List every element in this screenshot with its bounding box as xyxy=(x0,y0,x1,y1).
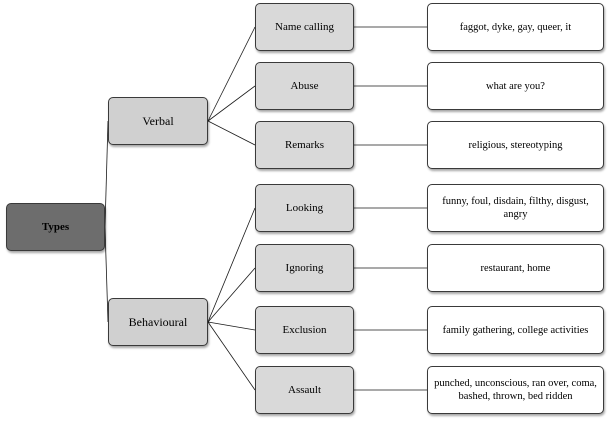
subtype-node-remarks: Remarks xyxy=(255,121,354,169)
subtype-node-assault: Assault xyxy=(255,366,354,414)
example-node-exclusion: family gathering, college activities xyxy=(427,306,604,354)
subtype-node-abuse: Abuse xyxy=(255,62,354,110)
example-node-remarks: religious, stereotyping xyxy=(427,121,604,169)
subtype-node-name-calling: Name calling xyxy=(255,3,354,51)
root-node-types: Types xyxy=(6,203,105,251)
example-node-assault: punched, unconscious, ran over, coma, ba… xyxy=(427,366,604,414)
example-node-ignoring: restaurant, home xyxy=(427,244,604,292)
category-node-behavioural: Behavioural xyxy=(108,298,208,346)
example-node-name-calling: faggot, dyke, gay, queer, it xyxy=(427,3,604,51)
category-node-verbal: Verbal xyxy=(108,97,208,145)
subtype-node-ignoring: Ignoring xyxy=(255,244,354,292)
example-node-looking: funny, foul, disdain, filthy, disgust, a… xyxy=(427,184,604,232)
subtype-node-looking: Looking xyxy=(255,184,354,232)
example-node-abuse: what are you? xyxy=(427,62,604,110)
subtype-node-exclusion: Exclusion xyxy=(255,306,354,354)
